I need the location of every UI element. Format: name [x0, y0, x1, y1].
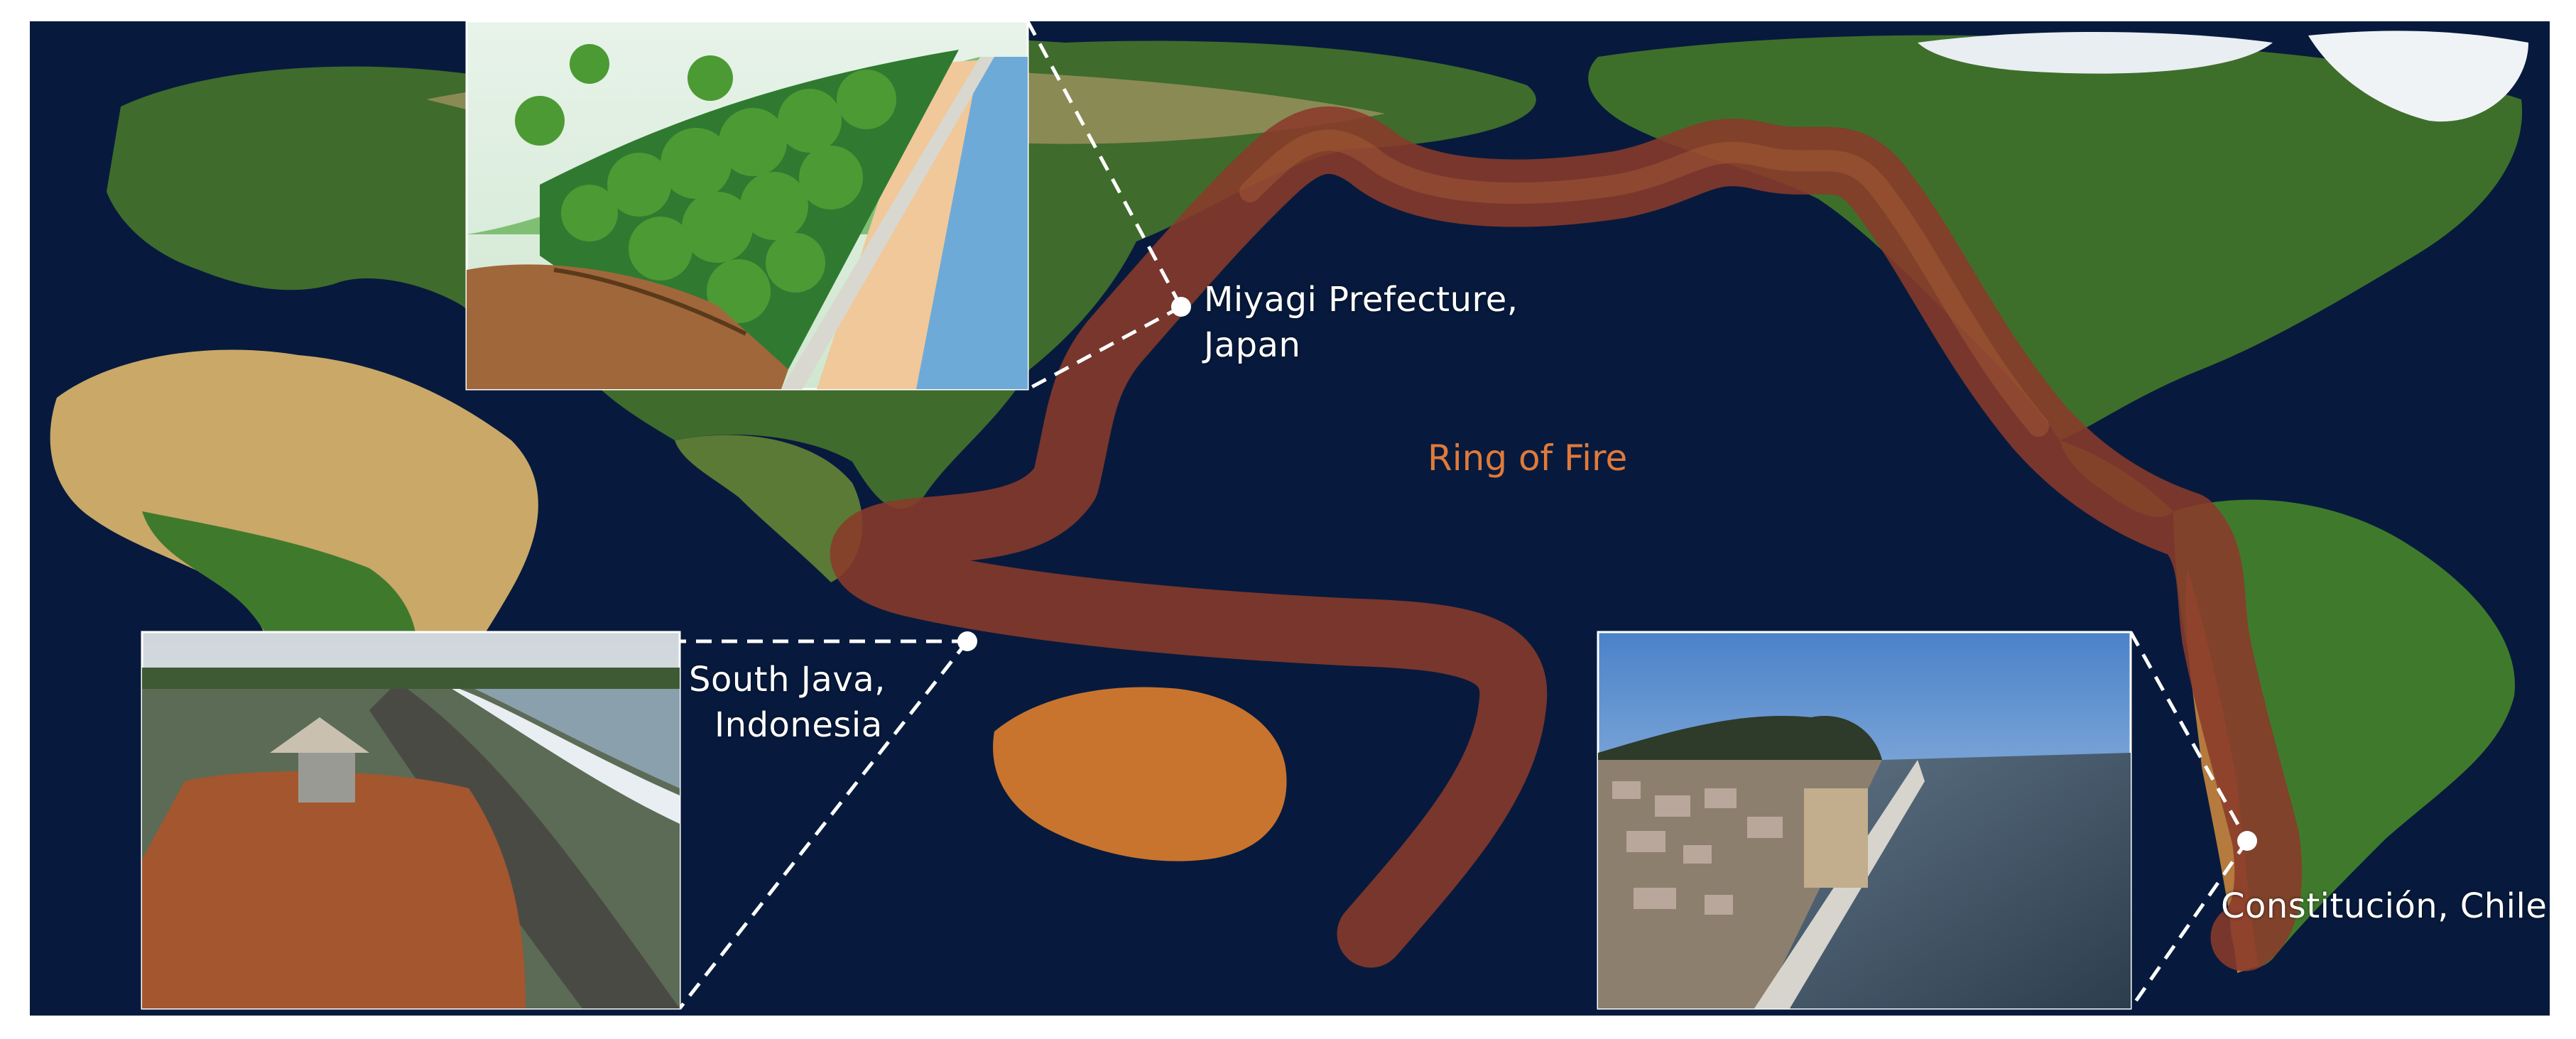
miyagi-label-line-1: Miyagi Prefecture,	[1204, 280, 1518, 320]
south-java-label-line-2: Indonesia	[714, 705, 883, 745]
ring-of-fire-band	[830, 106, 2303, 972]
south-java-label[interactable]: South Java, Indonesia	[689, 657, 886, 748]
south-java-photo	[141, 631, 681, 1010]
constitucion-photo	[1597, 631, 2132, 1010]
miyagi-marker[interactable]	[1171, 297, 1191, 317]
constitucion-marker[interactable]	[2237, 831, 2257, 851]
south-java-label-line-1: South Java,	[689, 660, 886, 700]
miyagi-label[interactable]: Miyagi Prefecture, Japan	[1204, 277, 1518, 368]
callout-lines	[678, 20, 2249, 1010]
south-java-marker[interactable]	[957, 631, 977, 651]
ring-of-fire-highlight	[1239, 129, 2049, 437]
ring-of-fire-label: Ring of Fire	[1428, 437, 1628, 479]
constitucion-label[interactable]: Constitución, Chile	[2221, 883, 2547, 929]
miyagi-photo	[465, 20, 1029, 391]
miyagi-label-line-2: Japan	[1204, 325, 1301, 365]
constitucion-label-line-1: Constitución, Chile	[2221, 886, 2548, 926]
